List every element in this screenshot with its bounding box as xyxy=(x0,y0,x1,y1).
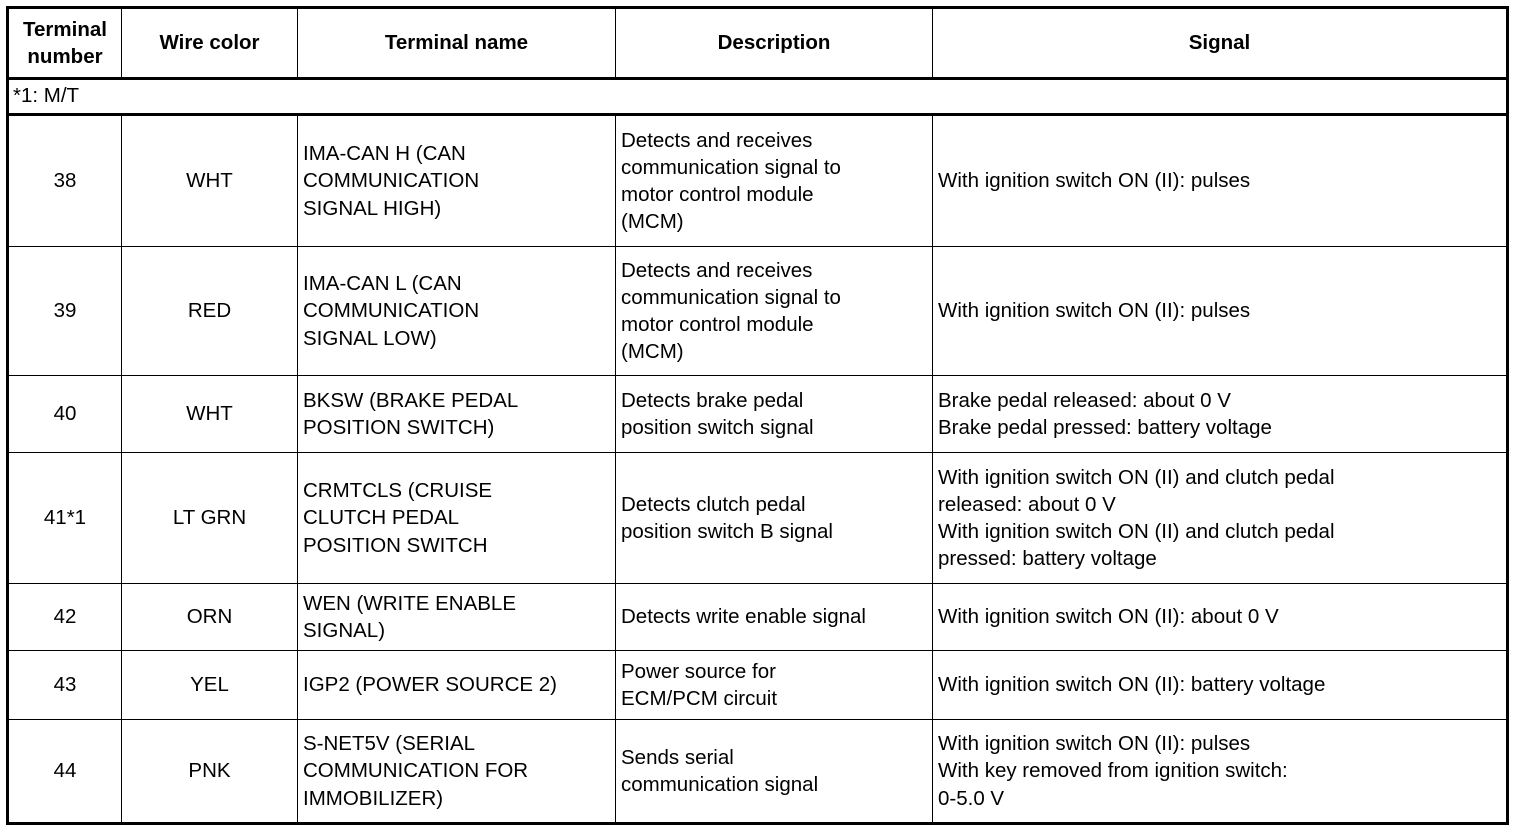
description-text: Detects and receives communication signa… xyxy=(621,258,841,364)
column-header-terminal-name: Terminal name xyxy=(297,7,616,79)
cell-terminal-number: 41*1 xyxy=(7,452,122,584)
table-row: 38 WHT IMA-CAN H (CAN COMMUNICATION SIGN… xyxy=(7,114,1508,247)
cell-wire-color: LT GRN xyxy=(121,452,298,584)
cell-description: Detects clutch pedal position switch B s… xyxy=(615,452,933,584)
table-row: 44 PNK S-NET5V (SERIAL COMMUNICATION FOR… xyxy=(7,719,1508,825)
column-header-wire-color-label: Wire color xyxy=(159,31,260,55)
cell-wire-color: RED xyxy=(121,246,298,376)
cell-signal: With ignition switch ON (II): pulses xyxy=(932,246,1508,376)
terminal-name-text: IMA-CAN L (CAN COMMUNICATION SIGNAL LOW) xyxy=(303,272,480,350)
signal-text: With ignition switch ON (II): about 0 V xyxy=(938,605,1279,629)
column-header-wire-color: Wire color xyxy=(121,7,298,79)
table-header: Terminal number Wire color Terminal name… xyxy=(7,7,1508,79)
cell-signal: With ignition switch ON (II) and clutch … xyxy=(932,452,1508,584)
cell-terminal-number: 38 xyxy=(7,114,122,247)
description-text: Power source for ECM/PCM circuit xyxy=(621,659,778,710)
column-header-signal: Signal xyxy=(932,7,1508,79)
column-header-terminal-number: Terminal number xyxy=(7,7,122,79)
column-header-terminal-number-label: Terminal number xyxy=(23,17,107,68)
terminal-name-text: IMA-CAN H (CAN COMMUNICATION SIGNAL HIGH… xyxy=(303,142,480,220)
column-header-signal-label: Signal xyxy=(1188,31,1251,55)
cell-terminal-name: WEN (WRITE ENABLE SIGNAL) xyxy=(297,583,616,651)
description-text: Detects brake pedal position switch sign… xyxy=(621,388,814,439)
cell-signal: With ignition switch ON (II): pulses Wit… xyxy=(932,719,1508,825)
cell-terminal-number: 44 xyxy=(7,719,122,825)
description-text: Detects clutch pedal position switch B s… xyxy=(621,492,833,543)
table-row: 40 WHT BKSW (BRAKE PEDAL POSITION SWITCH… xyxy=(7,375,1508,453)
terminal-connector-table: Terminal number Wire color Terminal name… xyxy=(6,6,1509,825)
cell-wire-color: ORN xyxy=(121,583,298,651)
table-row: 39 RED IMA-CAN L (CAN COMMUNICATION SIGN… xyxy=(7,246,1508,376)
header-row: Terminal number Wire color Terminal name… xyxy=(7,7,1508,79)
column-header-terminal-name-label: Terminal name xyxy=(384,31,529,55)
cell-signal: With ignition switch ON (II): pulses xyxy=(932,114,1508,247)
cell-signal: With ignition switch ON (II): battery vo… xyxy=(932,650,1508,720)
signal-text: With ignition switch ON (II): pulses xyxy=(938,169,1251,193)
signal-text: With ignition switch ON (II): pulses Wit… xyxy=(938,732,1288,810)
cell-wire-color: WHT xyxy=(121,375,298,453)
cell-terminal-name: IMA-CAN L (CAN COMMUNICATION SIGNAL LOW) xyxy=(297,246,616,376)
footnote-row: *1: M/T xyxy=(7,77,1508,116)
description-text: Sends serial communication signal xyxy=(621,745,819,796)
terminal-name-text: CRMTCLS (CRUISE CLUTCH PEDAL POSITION SW… xyxy=(303,479,493,557)
table-row: 42 ORN WEN (WRITE ENABLE SIGNAL) Detects… xyxy=(7,583,1508,651)
cell-wire-color: WHT xyxy=(121,114,298,247)
cell-terminal-number: 42 xyxy=(7,583,122,651)
cell-description: Detects and receives communication signa… xyxy=(615,246,933,376)
cell-description: Power source for ECM/PCM circuit xyxy=(615,650,933,720)
terminal-name-text: IGP2 (POWER SOURCE 2) xyxy=(303,673,558,697)
cell-wire-color: YEL xyxy=(121,650,298,720)
cell-signal: With ignition switch ON (II): about 0 V xyxy=(932,583,1508,651)
cell-terminal-number: 39 xyxy=(7,246,122,376)
cell-terminal-number: 43 xyxy=(7,650,122,720)
column-header-description-label: Description xyxy=(717,31,831,55)
signal-text: Brake pedal released: about 0 V Brake pe… xyxy=(938,388,1272,439)
cell-signal: Brake pedal released: about 0 V Brake pe… xyxy=(932,375,1508,453)
document-sheet: Terminal number Wire color Terminal name… xyxy=(6,6,1509,825)
cell-terminal-name: IGP2 (POWER SOURCE 2) xyxy=(297,650,616,720)
footnote-cell: *1: M/T xyxy=(7,77,1508,116)
description-text: Detects and receives communication signa… xyxy=(621,128,841,234)
table-row: 41*1 LT GRN CRMTCLS (CRUISE CLUTCH PEDAL… xyxy=(7,452,1508,584)
column-header-description: Description xyxy=(615,7,933,79)
cell-terminal-name: BKSW (BRAKE PEDAL POSITION SWITCH) xyxy=(297,375,616,453)
signal-text: With ignition switch ON (II) and clutch … xyxy=(938,465,1335,571)
cell-description: Detects write enable signal xyxy=(615,583,933,651)
terminal-name-text: BKSW (BRAKE PEDAL POSITION SWITCH) xyxy=(303,388,519,439)
terminal-name-text: WEN (WRITE ENABLE SIGNAL) xyxy=(303,591,516,642)
terminal-name-text: S-NET5V (SERIAL COMMUNICATION FOR IMMOBI… xyxy=(303,732,529,810)
signal-text: With ignition switch ON (II): pulses xyxy=(938,299,1251,323)
table-body: *1: M/T 38 WHT IMA-CAN H (CAN COMMUNICAT… xyxy=(7,77,1508,825)
cell-description: Detects brake pedal position switch sign… xyxy=(615,375,933,453)
cell-terminal-name: CRMTCLS (CRUISE CLUTCH PEDAL POSITION SW… xyxy=(297,452,616,584)
description-text: Detects write enable signal xyxy=(621,605,866,629)
cell-terminal-name: S-NET5V (SERIAL COMMUNICATION FOR IMMOBI… xyxy=(297,719,616,825)
cell-terminal-name: IMA-CAN H (CAN COMMUNICATION SIGNAL HIGH… xyxy=(297,114,616,247)
cell-description: Detects and receives communication signa… xyxy=(615,114,933,247)
table-row: 43 YEL IGP2 (POWER SOURCE 2) Power sourc… xyxy=(7,650,1508,720)
cell-description: Sends serial communication signal xyxy=(615,719,933,825)
cell-terminal-number: 40 xyxy=(7,375,122,453)
cell-wire-color: PNK xyxy=(121,719,298,825)
signal-text: With ignition switch ON (II): battery vo… xyxy=(938,673,1326,697)
